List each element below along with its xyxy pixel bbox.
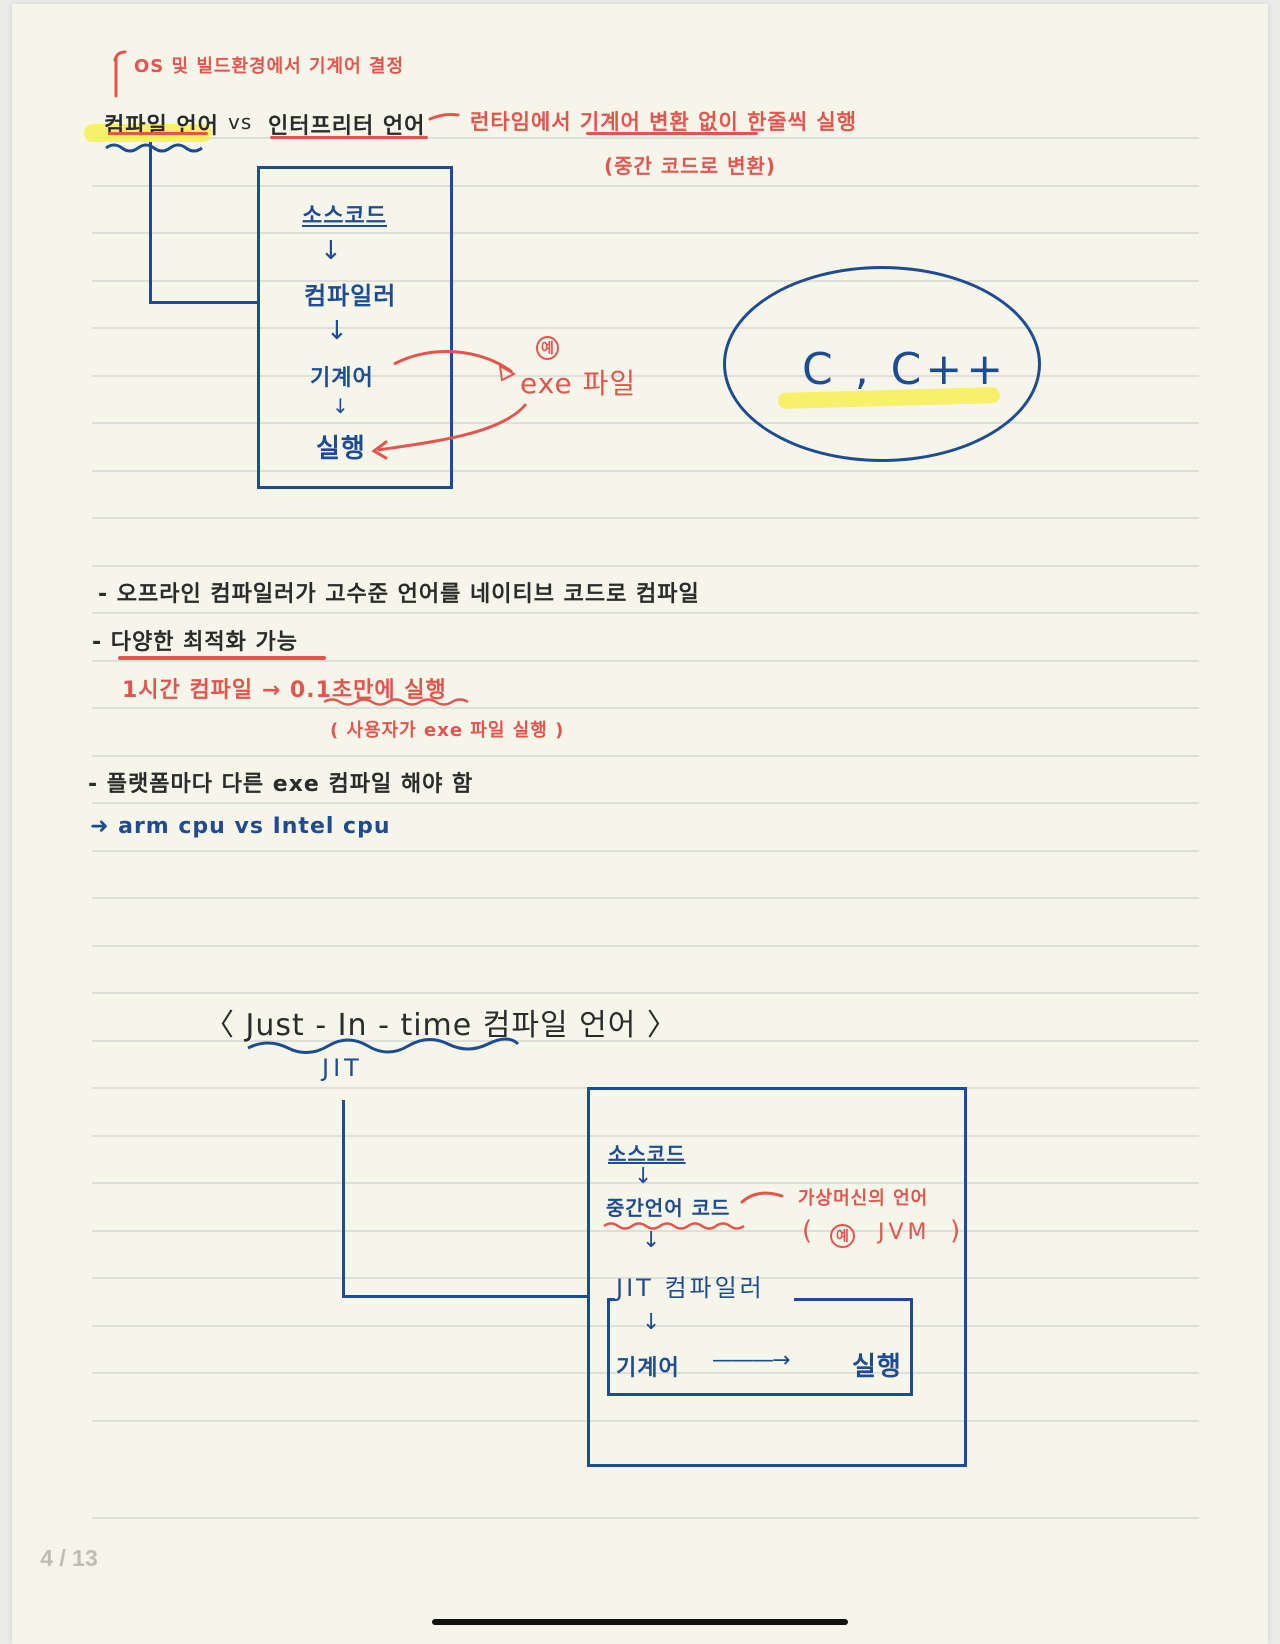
jit-step-intermediate-code: 중간언어 코드 bbox=[606, 1196, 731, 1220]
vm-language-note: 가상머신의 언어 bbox=[798, 1188, 929, 1209]
jit-connector-vertical bbox=[342, 1100, 345, 1298]
arrow-down-icon: ↓ bbox=[326, 316, 349, 346]
optimization-underline bbox=[118, 656, 326, 660]
jit-step-machine-code: 기계어 bbox=[616, 1356, 680, 1381]
compile-time-subnote: ( 사용자가 exe 파일 실행 ) bbox=[330, 720, 565, 741]
jit-step-source-code: 소스코드 bbox=[608, 1142, 686, 1166]
inner-box-top-right bbox=[794, 1298, 913, 1301]
jit-flow-box bbox=[587, 1087, 967, 1467]
bullet-optimization: - 다양한 최적화 가능 bbox=[92, 630, 299, 655]
bullet-offline-compiler: - 오프라인 컴파일러가 고수준 언어를 네이티브 코드로 컴파일 bbox=[98, 582, 700, 607]
arrow-down-icon: ↓ bbox=[634, 1164, 654, 1189]
vm-example-badge: 예 bbox=[830, 1224, 855, 1248]
arm-vs-intel-note: ➜ arm cpu vs Intel cpu bbox=[90, 814, 391, 839]
jit-heading: 〈 Just - In - time 컴파일 언어 〉 bbox=[204, 1008, 678, 1043]
flow-step-machine-code: 기계어 bbox=[310, 366, 374, 391]
compile-flow-box bbox=[257, 166, 453, 489]
jit-inner-box bbox=[607, 1298, 913, 1396]
arrow-down-icon: ↓ bbox=[642, 1228, 662, 1253]
languages-c-cpp: C , C++ bbox=[802, 344, 1008, 395]
jit-step-jit-compiler: JIT 컴파일러 bbox=[616, 1274, 765, 1302]
interpreted-language-label: 인터프리터 언어 bbox=[268, 114, 426, 139]
example-badge: 예 bbox=[536, 336, 559, 360]
bullet-platform: - 플랫폼마다 다른 exe 컴파일 해야 함 bbox=[88, 772, 474, 797]
connector-horizontal bbox=[149, 301, 259, 304]
languages-ellipse bbox=[723, 266, 1041, 462]
jit-abbreviation: JIT bbox=[322, 1054, 363, 1082]
home-indicator-bar[interactable] bbox=[432, 1619, 848, 1625]
exe-file-label: exe 파일 bbox=[520, 367, 637, 400]
arrow-down-icon: ↓ bbox=[642, 1310, 662, 1335]
connector-vertical bbox=[149, 142, 152, 304]
arrow-right-icon: ———→ bbox=[712, 1348, 790, 1373]
interpreted-underline bbox=[270, 136, 428, 139]
page-indicator: 4 / 13 bbox=[34, 1540, 104, 1576]
compiled-language-label: 컴파일 언어 bbox=[104, 114, 219, 139]
flow-step-source-code: 소스코드 bbox=[302, 204, 387, 229]
interpreted-description: 런타임에서 기계어 변환 없이 한줄씩 실행 bbox=[470, 110, 857, 134]
compile-time-example: 1시간 컴파일 → 0.1초만에 실행 bbox=[122, 678, 447, 703]
inner-box-top-left bbox=[607, 1298, 615, 1301]
jit-connector-horizontal bbox=[342, 1295, 588, 1298]
arrow-down-icon: ↓ bbox=[332, 394, 350, 418]
vm-paren-open: ( bbox=[802, 1216, 814, 1246]
machine-code-underline bbox=[586, 132, 758, 135]
top-annotation: OS 및 빌드환경에서 기계어 결정 bbox=[134, 56, 405, 77]
vm-paren-close: ) bbox=[950, 1216, 962, 1246]
compiled-underline bbox=[108, 132, 208, 135]
jit-step-execute: 실행 bbox=[852, 1352, 902, 1382]
flow-step-execute: 실행 bbox=[316, 434, 366, 464]
interpreted-sub-note: (중간 코드로 변환) bbox=[604, 154, 777, 178]
note-page: OS 및 빌드환경에서 기계어 결정 컴파일 언어 vs 인터프리터 언어 런타… bbox=[12, 4, 1268, 1644]
flow-step-compiler: 컴파일러 bbox=[304, 282, 397, 310]
arrow-down-icon: ↓ bbox=[320, 236, 343, 266]
vs-label: vs bbox=[228, 110, 253, 134]
vm-example-jvm: JVM bbox=[878, 1220, 931, 1245]
